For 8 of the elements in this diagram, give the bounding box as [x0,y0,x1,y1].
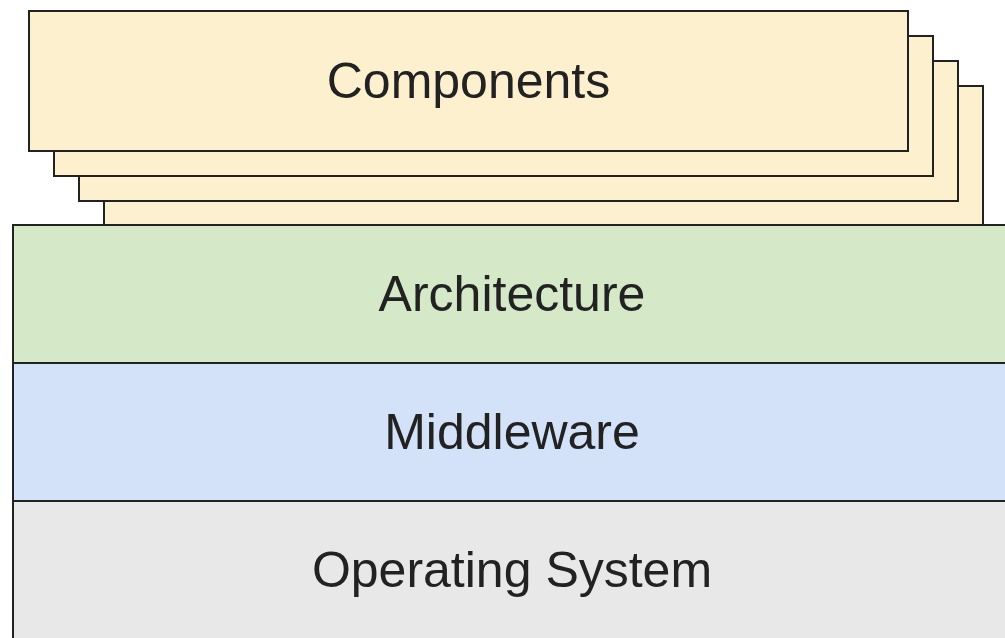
layer-band [12,224,1005,364]
card-stack [28,10,984,226]
layer-title: Operating System [311,541,713,599]
layer-title: Architecture [378,265,646,323]
layer-title: Middleware [384,403,640,461]
layer-band [12,500,1005,638]
layer-title: Components [326,52,611,110]
layer-band [12,362,1005,502]
